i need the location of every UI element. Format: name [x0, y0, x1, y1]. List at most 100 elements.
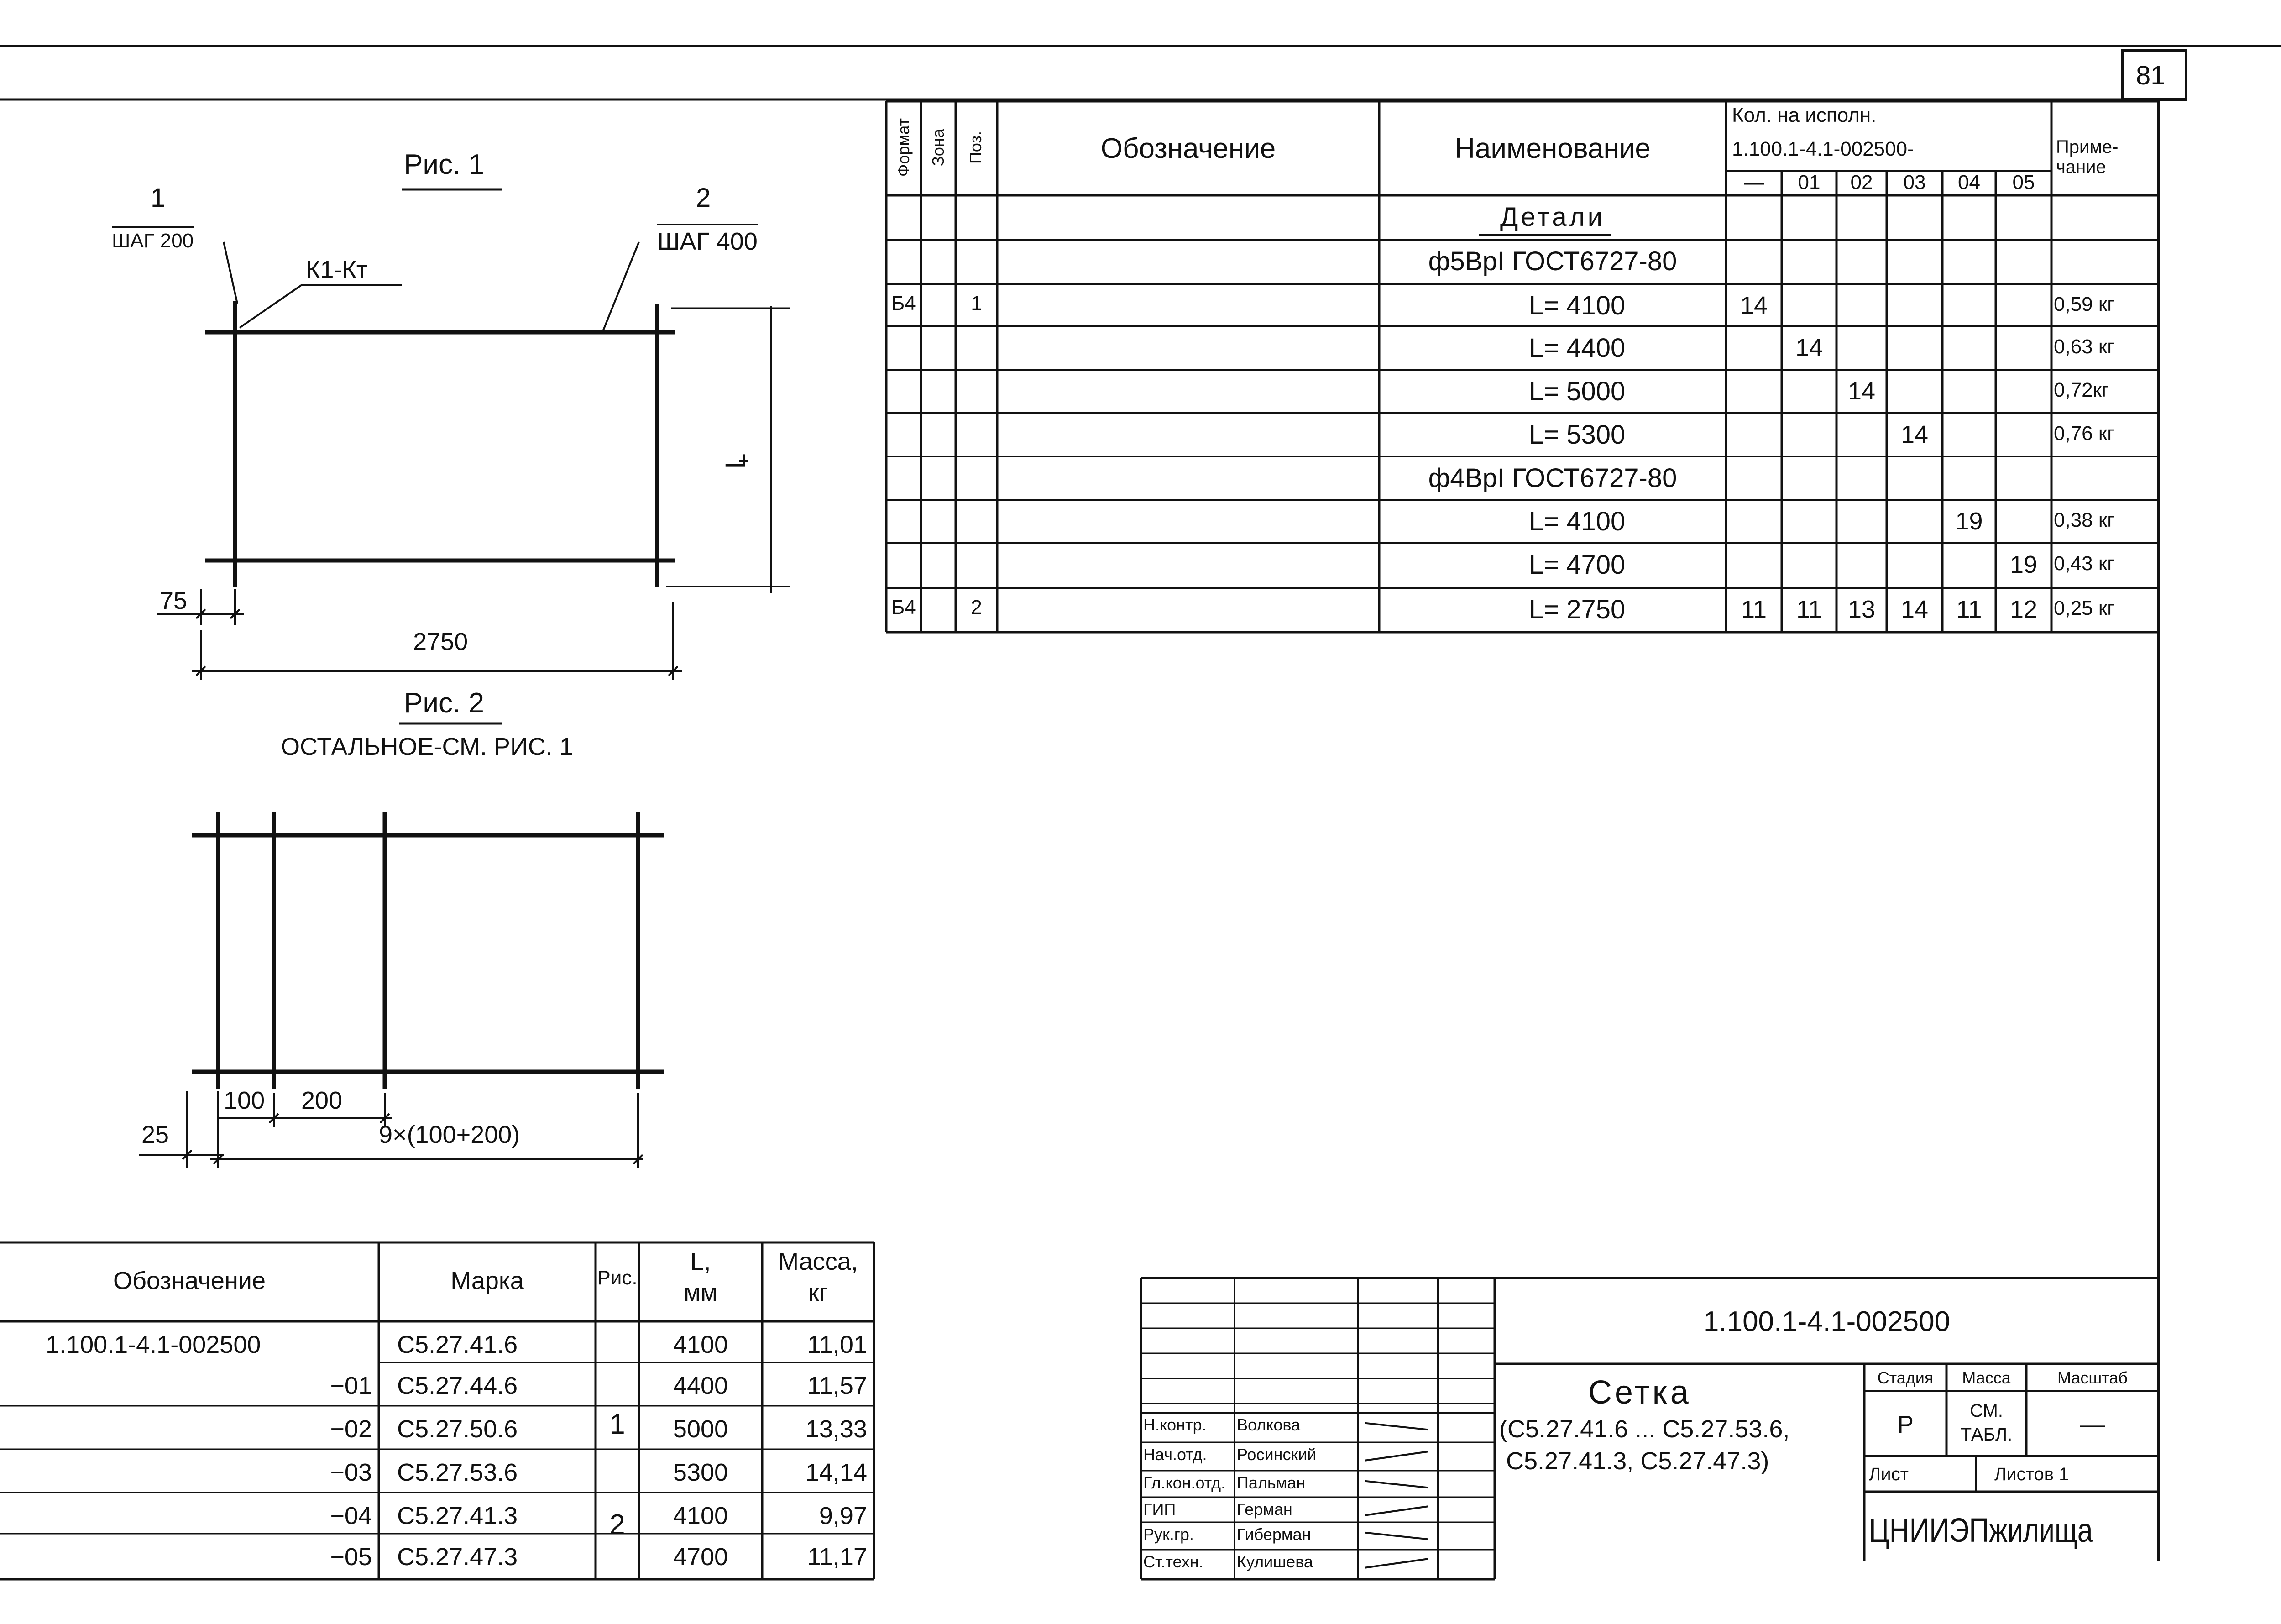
spec-row-qty-02: 13 [1847, 596, 1876, 623]
spec-row-name: L= 4700 [1529, 550, 1626, 580]
spec-variant-col-4: 04 [1958, 171, 1980, 194]
spec-row-qty-—: 11 [1741, 596, 1767, 623]
spec-row-qty-03: 14 [1900, 421, 1929, 448]
signature-name: Кулишева [1237, 1552, 1313, 1571]
spec-row-qty-05: 12 [2009, 596, 2038, 623]
spec-header-qty-doc: 1.100.1-4.1-002500- [1732, 138, 1914, 160]
marks-row-designation: −01 [330, 1372, 372, 1399]
spec-row-note: 0,59 кг [2054, 293, 2115, 315]
spec-row-qty-05: 19 [2009, 551, 2038, 578]
marks-row-mark: С5.27.41.6 [397, 1331, 518, 1358]
marks-row-designation: −05 [330, 1543, 372, 1571]
title-block-organization: ЦНИИЭПжилища [1869, 1511, 2093, 1549]
fig2-dim-25: 25 [141, 1121, 169, 1148]
spec-row-format: Б4 [891, 292, 916, 314]
spec-row-name: L= 4400 [1529, 333, 1626, 363]
spec-row-note: 0,25 кг [2054, 597, 2115, 619]
title-block-doc-number: 1.100.1-4.1-002500 [1703, 1306, 1951, 1337]
spec-row-name: L= 4100 [1529, 507, 1626, 536]
spec-header-designation: Обозначение [1100, 133, 1276, 164]
spec-row-section-heading: Детали [1500, 202, 1606, 232]
fig1-callout2-number: 2 [696, 183, 711, 213]
title-block-sheets-label: Листов 1 [1994, 1464, 2069, 1484]
spec-header-qty-title: Кол. на исполн. [1732, 104, 1877, 126]
spec-row-qty-01: 11 [1796, 596, 1822, 623]
marks-row-designation: −03 [330, 1459, 372, 1486]
spec-header-note: Приме- чание [2056, 137, 2119, 177]
signature-role: Ст.техн. [1143, 1552, 1203, 1571]
spec-row-section-heading: ф5ВрI ГОСТ6727-80 [1428, 246, 1677, 276]
signature-name: Герман [1237, 1500, 1292, 1519]
marks-row-mass: 11,01 [807, 1331, 867, 1358]
marks-header-mass: Масса, кг [778, 1248, 858, 1306]
marks-header-designation: Обозначение [113, 1267, 266, 1294]
signature-name: Росинский [1237, 1445, 1317, 1464]
title-block-subtitle-2: С5.27.41.3, С5.27.47.3) [1506, 1447, 1769, 1475]
marks-row-designation: −02 [330, 1415, 372, 1443]
fig1-mesh-label: К1-Кт [306, 256, 368, 283]
spec-row-name: L= 5000 [1529, 377, 1626, 406]
fig2-dim-200: 200 [301, 1087, 343, 1114]
fig2-title: Рис. 2 [404, 687, 484, 719]
spec-row-qty-03: 14 [1900, 596, 1929, 623]
title-block-subtitle-1: (С5.27.41.6 ... С5.27.53.6, [1499, 1415, 1790, 1443]
marks-row-mark: С5.27.41.3 [397, 1502, 518, 1530]
fig1-dim-2750: 2750 [413, 628, 468, 655]
marks-row-mass: 11,57 [807, 1372, 867, 1399]
spec-row-qty-04: 19 [1955, 508, 1983, 535]
title-block-title: Сетка [1588, 1374, 1691, 1411]
marks-header-length: L, мм [683, 1248, 718, 1306]
fig1-callout1-number: 1 [151, 183, 166, 213]
fig2-dim-100: 100 [224, 1087, 265, 1114]
marks-row-length: 5300 [673, 1459, 728, 1486]
fig1-dim-L: L [720, 453, 752, 469]
spec-variant-col-1: 01 [1798, 171, 1821, 194]
spec-row-note: 0,43 кг [2054, 552, 2115, 575]
spec-header-zone: Зона [929, 129, 947, 166]
spec-row-name: L= 2750 [1529, 595, 1626, 624]
marks-row-length: 5000 [673, 1415, 728, 1443]
marks-row-mass: 14,14 [805, 1459, 867, 1486]
fig2-note: ОСТАЛЬНОЕ-СМ. РИС. 1 [281, 733, 573, 760]
marks-row-mark: С5.27.50.6 [397, 1415, 518, 1443]
signature-role: ГИП [1143, 1500, 1176, 1519]
spec-row-format: Б4 [891, 596, 916, 618]
signature-role: Нач.отд. [1143, 1445, 1207, 1464]
marks-row-length: 4400 [673, 1372, 728, 1399]
marks-header-mark: Марка [450, 1267, 524, 1294]
spec-row-qty-01: 14 [1795, 334, 1823, 361]
marks-row-mass: 13,33 [805, 1415, 867, 1443]
fig1-dim-75: 75 [160, 587, 188, 614]
title-block-mass-label: Масса [1962, 1368, 2011, 1387]
fig1-title: Рис. 1 [404, 149, 484, 180]
title-block-scale-value: — [2080, 1411, 2105, 1438]
spec-row-pos: 1 [971, 292, 982, 314]
fig2-dim-span: 9×(100+200) [379, 1121, 520, 1148]
spec-row-pos: 2 [971, 596, 982, 618]
signature-role: Н.контр. [1143, 1415, 1207, 1434]
marks-row-mark: С5.27.44.6 [397, 1372, 518, 1399]
spec-header-pos: Поз. [966, 131, 985, 164]
title-block-sheet-label: Лист [1869, 1464, 1909, 1484]
spec-row-note: 0,63 кг [2054, 335, 2115, 358]
fig1-callout2-label: ШАГ 400 [657, 224, 758, 256]
signature-role: Рук.гр. [1143, 1525, 1194, 1544]
page-number: 81 [2136, 61, 2166, 90]
signature-name: Гиберман [1237, 1525, 1311, 1544]
marks-row-length: 4100 [673, 1502, 728, 1530]
spec-row-note: 0,72кг [2054, 379, 2109, 401]
spec-row-name: L= 4100 [1529, 291, 1626, 320]
spec-row-qty-—: 14 [1740, 292, 1768, 319]
spec-row-qty-04: 11 [1956, 596, 1982, 623]
marks-row-designation: −04 [330, 1502, 372, 1530]
spec-row-section-heading: ф4ВрI ГОСТ6727-80 [1428, 463, 1677, 493]
spec-variant-col-3: 03 [1903, 171, 1926, 194]
signature-name: Волкова [1237, 1415, 1301, 1434]
spec-variant-col-2: 02 [1850, 171, 1873, 194]
spec-row-note: 0,76 кг [2054, 422, 2115, 445]
marks-header-fig: Рис. [597, 1267, 638, 1289]
spec-row-qty-02: 14 [1847, 377, 1876, 405]
spec-row-note: 0,38 кг [2054, 509, 2115, 531]
marks-fig-group-2: 2 [609, 1509, 625, 1540]
